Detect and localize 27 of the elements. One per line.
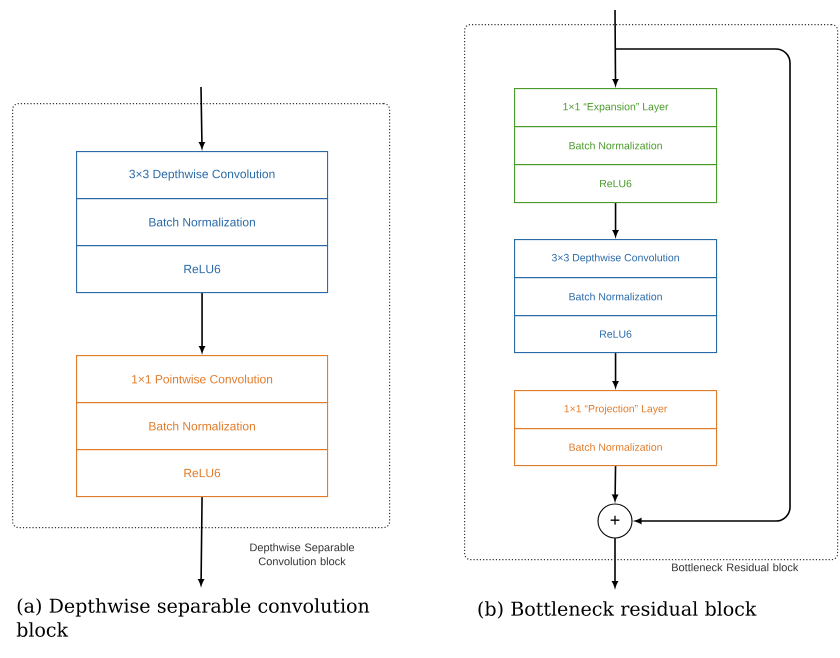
layer-box: Batch Normalization (514, 428, 718, 466)
arrow (612, 353, 618, 388)
arrow (198, 497, 204, 586)
caption: (a) Depthwise separable convolution block (16, 598, 370, 637)
caption: (b) Bottleneck residual block (478, 601, 757, 619)
layer-box: ReLU6 (514, 315, 718, 354)
layer-box: 1×1 Pointwise Convolution (76, 355, 328, 404)
layer-box: Batch Normalization (76, 198, 328, 246)
node-label: Bottleneck Residual block (672, 563, 798, 572)
arrow (199, 293, 205, 353)
layer-box: 1×1 “Projection” Layer (514, 390, 718, 430)
arrow (612, 203, 618, 237)
arrow (612, 538, 618, 588)
layer-box: Batch Normalization (514, 126, 718, 166)
node-label: Depthwise Separable Convolution block (250, 543, 354, 566)
arrow (612, 10, 618, 86)
layer-box: 3×3 Depthwise Convolution (76, 151, 328, 200)
layer-box: 1×1 “Expansion” Layer (514, 88, 718, 128)
layer-box: ReLU6 (76, 245, 328, 294)
arrow (199, 86, 205, 149)
layer-box: Batch Normalization (76, 402, 328, 450)
layer-box: ReLU6 (514, 164, 718, 204)
skip-arrow (615, 48, 791, 524)
arrow (612, 466, 618, 502)
layer-box: 3×3 Depthwise Convolution (514, 239, 718, 278)
layer-box: ReLU6 (76, 449, 328, 498)
layer-box: Batch Normalization (514, 277, 718, 316)
